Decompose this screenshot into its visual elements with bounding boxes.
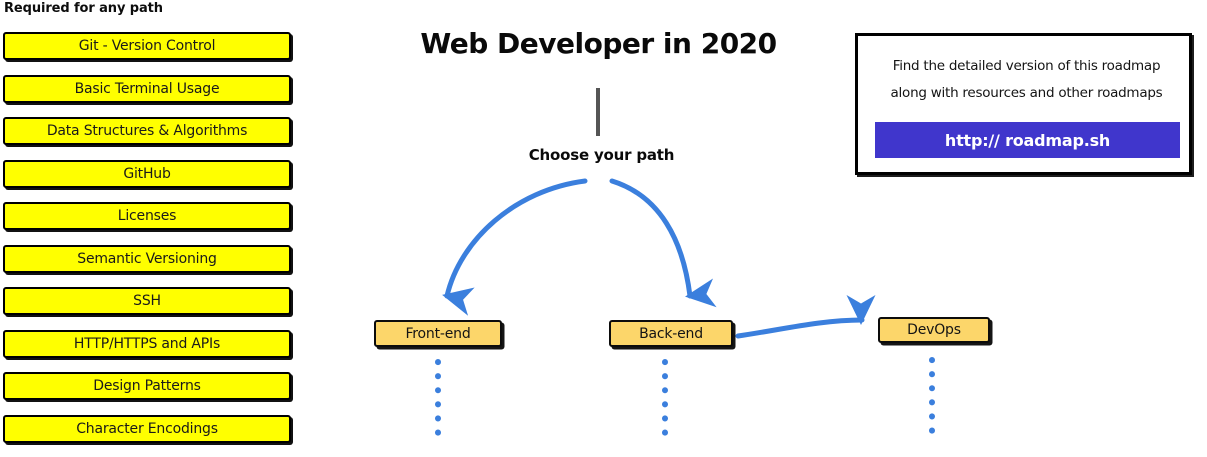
required-topic-label: Character Encodings bbox=[76, 420, 218, 437]
required-topic-label: Design Patterns bbox=[93, 378, 201, 394]
path-box-label: Back-end bbox=[639, 325, 703, 342]
roadmap-sh-link-label: http:// roadmap.sh bbox=[944, 130, 1111, 150]
info-card-line-2: along with resources and other roadmaps bbox=[890, 85, 1163, 101]
required-topic-label: Basic Terminal Usage bbox=[74, 80, 220, 97]
required-topic-label: Semantic Versioning bbox=[77, 250, 217, 267]
path-box-back-end[interactable]: Back-end bbox=[609, 320, 733, 347]
required-topic-label: Licenses bbox=[117, 208, 177, 224]
required-topic-git-version-control[interactable]: Git - Version Control bbox=[3, 32, 291, 60]
info-card-line-1: Find the detailed version of this roadma… bbox=[892, 58, 1161, 74]
choose-your-path-text: Choose your path bbox=[528, 146, 675, 164]
required-topic-design-patterns[interactable]: Design Patterns bbox=[3, 372, 291, 400]
required-topic-label: HTTP/HTTPS and APIs bbox=[73, 335, 221, 352]
branch-arrow-frontend bbox=[442, 178, 588, 316]
required-topic-basic-terminal-usage[interactable]: Basic Terminal Usage bbox=[3, 74, 291, 103]
required-topic-data-structures-algorithms[interactable]: Data Structures & Algorithms bbox=[3, 117, 291, 145]
required-topic-label: SSH bbox=[133, 293, 161, 309]
detailed-version-info-card: Find the detailed version of this roadma… bbox=[855, 33, 1192, 175]
page-title-text: Web Developer in 2020 bbox=[420, 27, 777, 60]
required-topic-character-encodings[interactable]: Character Encodings bbox=[3, 414, 291, 443]
choose-your-path-label: Choose your path bbox=[0, 146, 1207, 164]
info-card-text: Find the detailed version of this roadma… bbox=[858, 53, 1195, 107]
page-title: Web Developer in 2020 bbox=[0, 27, 1204, 60]
required-topic-label: Git - Version Control bbox=[78, 38, 216, 54]
required-topic-ssh[interactable]: SSH bbox=[3, 287, 291, 315]
path-box-front-end[interactable]: Front-end bbox=[374, 320, 502, 347]
roadmap-sh-link-button[interactable]: http:// roadmap.sh bbox=[875, 122, 1180, 158]
required-topic-http-https-and-apis[interactable]: HTTP/HTTPS and APIs bbox=[3, 329, 291, 358]
required-topic-github[interactable]: GitHub bbox=[3, 159, 291, 188]
path-box-devops[interactable]: DevOps bbox=[878, 317, 990, 343]
trunk-connector-line bbox=[596, 88, 600, 136]
required-topic-semantic-versioning[interactable]: Semantic Versioning bbox=[3, 244, 291, 273]
required-topic-label: Data Structures & Algorithms bbox=[46, 123, 248, 139]
required-topic-licenses[interactable]: Licenses bbox=[3, 202, 291, 230]
path-box-label: DevOps bbox=[907, 322, 961, 338]
branch-arrow-backend bbox=[609, 178, 717, 308]
required-topic-label: GitHub bbox=[123, 165, 171, 182]
required-for-any-path-heading: Required for any path bbox=[4, 1, 163, 16]
required-topics-list: Git - Version Control Basic Terminal Usa… bbox=[3, 32, 291, 457]
branch-arrow-devops bbox=[735, 294, 876, 339]
path-box-label: Front-end bbox=[405, 325, 471, 342]
